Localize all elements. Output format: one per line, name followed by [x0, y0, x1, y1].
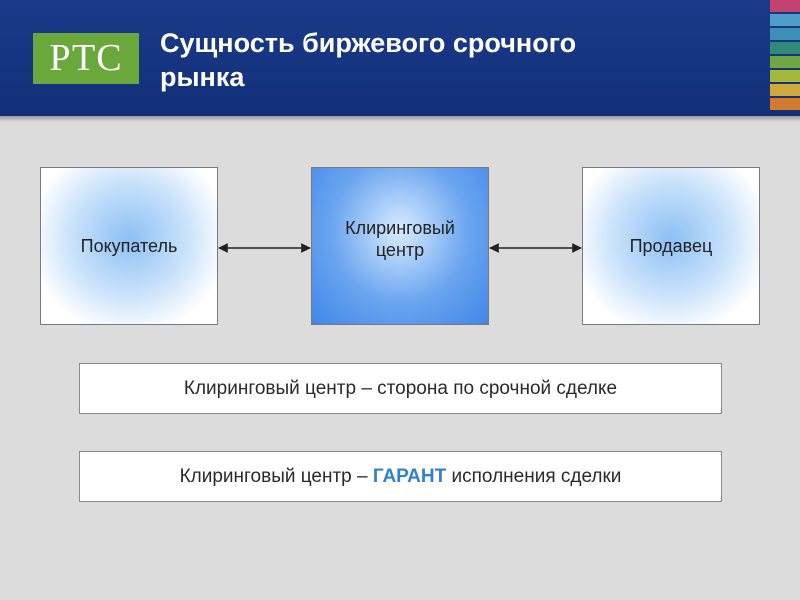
clearing-center-label-line-1: Клиринговый: [345, 218, 455, 238]
statement-guarantor-suffix: исполнения сделки: [446, 465, 622, 487]
statement-party: Клиринговый центр – сторона по срочной с…: [79, 363, 722, 414]
guarantor-keyword: ГАРАНТ: [372, 465, 447, 487]
color-stripe-7: [770, 84, 800, 96]
rts-logo: РТС: [33, 33, 139, 84]
clearing-center-label-line-2: центр: [375, 240, 425, 260]
statement-guarantor-text: Клиринговый центр – ГАРАНТ исполнения сд…: [180, 466, 622, 488]
buyer-box: Покупатель: [40, 167, 218, 325]
slide-title-line-1: Сущность биржевого срочного: [160, 28, 577, 58]
statement-guarantor-prefix: Клиринговый центр –: [179, 465, 373, 487]
buyer-label: Покупатель: [80, 236, 178, 256]
color-stripe-4: [770, 42, 800, 54]
header-shadow: [0, 116, 800, 122]
statement-guarantor: Клиринговый центр – ГАРАНТ исполнения сд…: [79, 451, 722, 502]
color-stripe-6: [770, 70, 800, 82]
clearing-center-box: Клиринговый центр: [311, 167, 489, 325]
color-stripe-5: [770, 56, 800, 68]
seller-box: Продавец: [582, 167, 760, 325]
color-stripes: [770, 0, 800, 116]
color-stripe-2: [770, 14, 800, 26]
seller-label: Продавец: [629, 236, 713, 256]
slide-title-line-2: рынка: [160, 62, 245, 92]
color-stripe-1: [770, 0, 800, 12]
slide-title: Сущность биржевого срочного рынка: [160, 26, 720, 94]
statement-party-text: Клиринговый центр – сторона по срочной с…: [183, 377, 618, 399]
color-stripe-3: [770, 28, 800, 40]
color-stripe-8: [770, 98, 800, 110]
